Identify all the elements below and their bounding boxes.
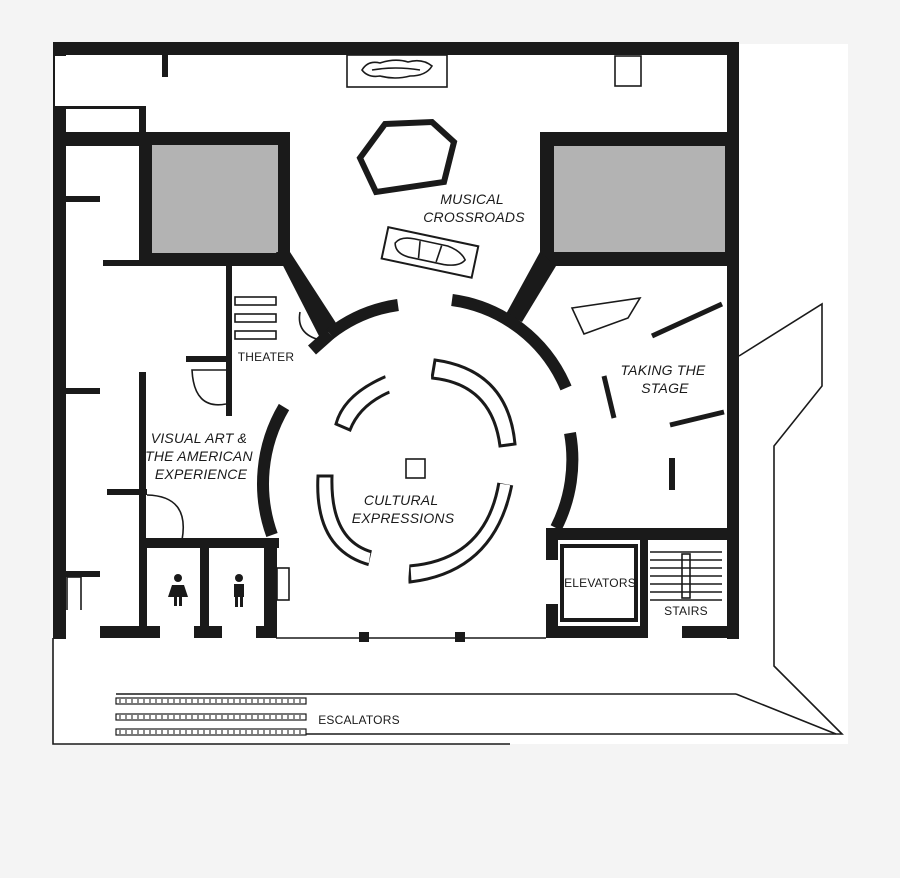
stairs-treads: [650, 551, 722, 601]
woman-restroom-icon: [168, 574, 188, 606]
label-escalators[interactable]: ESCALATORS: [318, 713, 400, 727]
door-swing: [146, 494, 184, 541]
label-taking-the-stage[interactable]: TAKING THE STAGE: [620, 362, 709, 396]
exhibit-case: [356, 118, 458, 196]
column-marker: [614, 55, 642, 87]
doorways: [66, 610, 682, 664]
diagonal-wall-right: [506, 252, 556, 322]
label-cultural-expressions[interactable]: CULTURAL EXPRESSIONS: [352, 492, 455, 526]
rotunda-openings: [306, 350, 520, 584]
stage-exhibits: [570, 296, 725, 490]
car-exhibit: [380, 226, 480, 279]
label-elevators[interactable]: ELEVATORS: [564, 576, 636, 590]
pedestal: [405, 458, 426, 479]
elevator-stairs-block: [538, 528, 739, 638]
room-upper-left: [139, 132, 290, 266]
left-walls: [66, 106, 279, 638]
wall-box: [276, 567, 290, 601]
room-upper-right: [540, 132, 739, 266]
label-musical-crossroads[interactable]: MUSICAL CROSSROADS: [423, 191, 525, 225]
label-visual-art[interactable]: VISUAL ART & THE AMERICAN EXPERIENCE: [145, 430, 257, 482]
rotunda: [257, 294, 579, 538]
label-theater[interactable]: THEATER: [238, 350, 295, 364]
entrance-line: [276, 632, 546, 642]
corridor: [52, 302, 844, 745]
door-swing: [191, 369, 227, 406]
boat-exhibit: [346, 54, 448, 88]
theater-seating: [234, 296, 277, 340]
man-restroom-icon: [234, 574, 244, 607]
label-stairs[interactable]: STAIRS: [664, 604, 708, 618]
diagonal-wall-left: [276, 252, 338, 338]
wall-stub: [162, 55, 168, 77]
escalators-icon: [115, 697, 307, 736]
